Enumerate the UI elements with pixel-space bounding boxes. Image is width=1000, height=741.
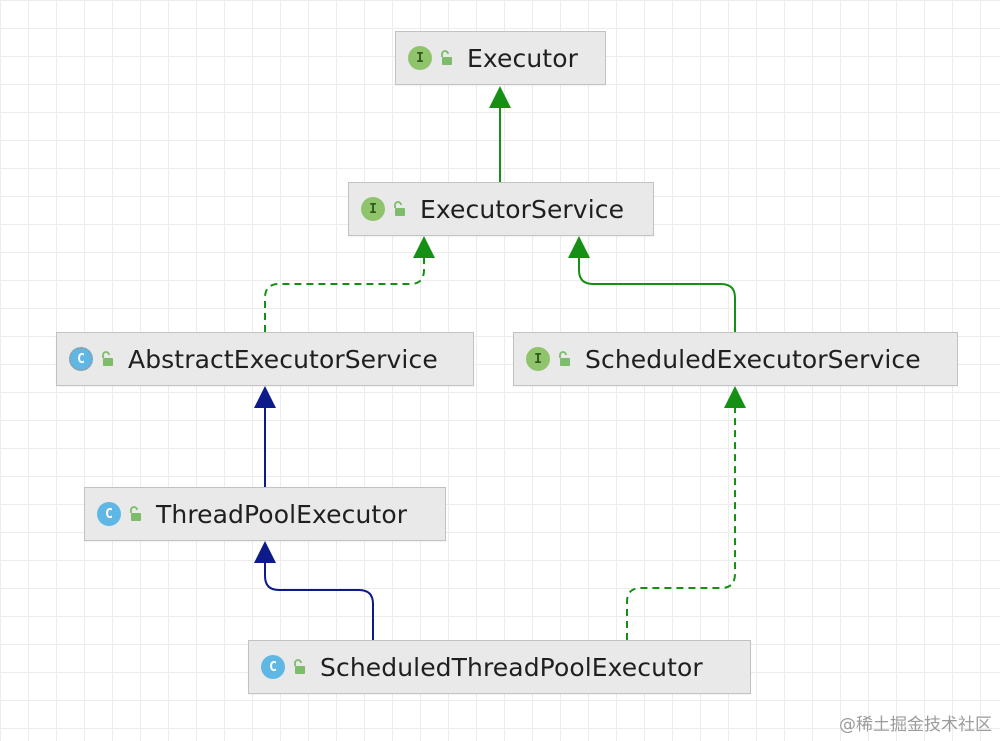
interface-icon: I <box>361 197 385 221</box>
node-label: ThreadPoolExecutor <box>156 499 408 529</box>
edge-line <box>578 258 736 332</box>
arrowhead <box>254 386 276 408</box>
arrowhead <box>489 86 511 108</box>
node-abstract-executor-service[interactable]: C AbstractExecutorService <box>56 332 474 386</box>
node-label: ScheduledExecutorService <box>585 344 921 374</box>
node-thread-pool-executor[interactable]: C ThreadPoolExecutor <box>84 487 446 541</box>
edge-executor-service-to-executor <box>489 86 511 182</box>
unlocked-padlock-icon <box>102 351 113 366</box>
node-label: ScheduledThreadPoolExecutor <box>320 652 703 682</box>
unlocked-padlock-icon <box>441 50 452 65</box>
arrowhead <box>568 236 590 258</box>
edge-abstract-executor-service-to-executor-service <box>264 236 435 332</box>
edge-scheduled-thread-pool-executor-to-scheduled-executor-service <box>626 386 746 640</box>
class-icon: C <box>261 655 285 679</box>
unlocked-padlock-icon <box>294 659 305 674</box>
class-icon: C <box>97 502 121 526</box>
arrowhead <box>413 236 435 258</box>
edge-line <box>626 408 736 640</box>
interface-icon: I <box>408 46 432 70</box>
node-executor[interactable]: I Executor <box>395 31 606 85</box>
edge-scheduled-thread-pool-executor-to-thread-pool-executor <box>254 541 374 640</box>
node-label: Executor <box>467 43 578 73</box>
watermark: @稀土掘金技术社区 <box>839 715 992 735</box>
arrowhead <box>724 386 746 408</box>
edge-line <box>264 563 374 640</box>
node-scheduled-thread-pool-executor[interactable]: C ScheduledThreadPoolExecutor <box>248 640 751 694</box>
edge-thread-pool-executor-to-abstract-executor-service <box>254 386 276 487</box>
arrowhead <box>254 541 276 563</box>
node-scheduled-executor-service[interactable]: I ScheduledExecutorService <box>513 332 958 386</box>
edge-scheduled-executor-service-to-executor-service <box>568 236 736 332</box>
interface-icon: I <box>526 347 550 371</box>
edge-line <box>264 258 425 332</box>
unlocked-padlock-icon <box>559 351 570 366</box>
abstract-class-icon: C <box>69 347 93 371</box>
node-label: AbstractExecutorService <box>128 344 438 374</box>
node-executor-service[interactable]: I ExecutorService <box>348 182 654 236</box>
unlocked-padlock-icon <box>394 201 405 216</box>
unlocked-padlock-icon <box>130 506 141 521</box>
node-label: ExecutorService <box>420 194 625 224</box>
